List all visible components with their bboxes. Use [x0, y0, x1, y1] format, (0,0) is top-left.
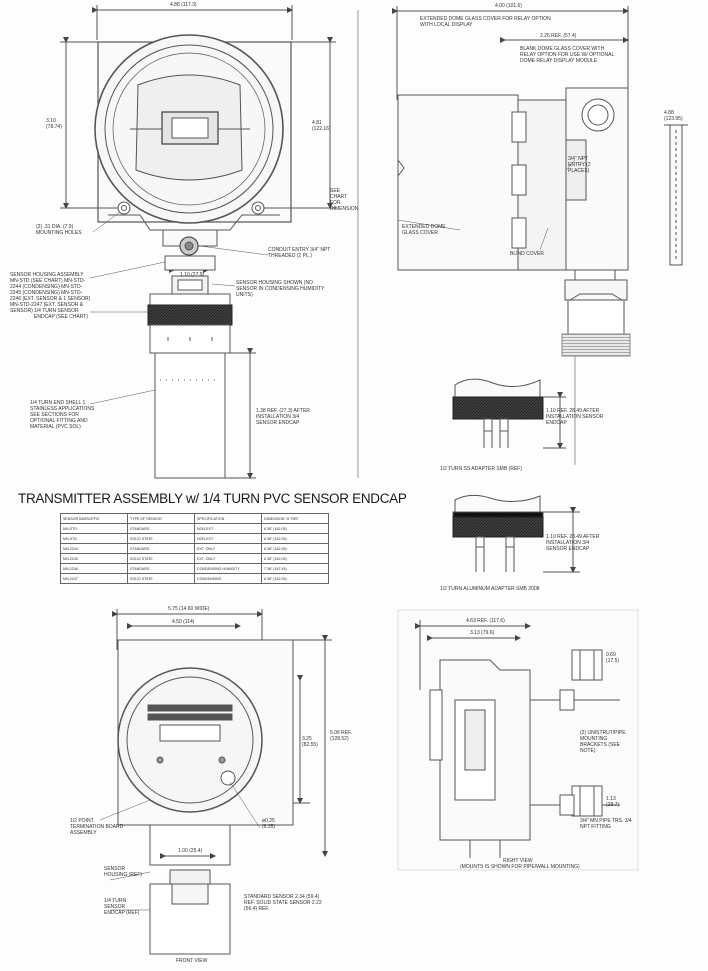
table-row: MN-2244 STANDARD EXT. ONLY 6.38" (162.05… — [60, 543, 329, 554]
table-header: DIMENSION "A" REF. — [261, 513, 329, 524]
table-cell: 6.38" (162.05) — [261, 523, 329, 534]
right-view-caption: RIGHT VIEW — [503, 858, 533, 864]
dim-overall-label: SEE CHART FOR DIMENSION — [330, 188, 359, 212]
dim-top-width: 4.88 (117.3) — [170, 2, 197, 8]
turn-endcap-install-label: 1/4 TURN END SHELL 1 STAINLESS APPLICATI… — [30, 400, 95, 430]
ext-cover-label: EXTENDED DOME GLASS COVER FOR RELAY OPTI… — [420, 16, 551, 28]
alum-adapter-label: 1/2 TURN ALUMINUM ADAPTER SMB 2008 — [440, 586, 540, 592]
sensor-housing-label: SENSOR HOUSING SHOWN (NO SENSOR IN CONDE… — [236, 280, 325, 298]
table-header: SPECIFICATION — [194, 513, 262, 524]
ss-adapter-label: 1/2 TURN SS ADAPTER SMB (REF) — [440, 466, 522, 472]
table-row: MN-STD STANDARD NON-EXT 6.38" (162.05) — [60, 523, 329, 534]
conduit-entry-label: CONDUIT ENTRY 3/4" NPT THREADED (2 PL.) — [268, 247, 331, 259]
small-right-dim2: 1.13 (28.7) — [606, 796, 620, 808]
quarter-turn-label: 1/4 TURN SENSOR ENDCAP (REF) — [104, 898, 140, 916]
side-view-covers — [392, 6, 688, 357]
side-view-top-dim: 4.00 (101.6) — [495, 3, 522, 9]
sv-top-dim: 4.63 REF. (117.6) — [466, 618, 505, 624]
dim-after-install: 1.38 REF. (27.3) AFTER INSTALLATION 3/4 … — [256, 408, 310, 426]
neck-dim: 1.00 (25.4) — [178, 848, 203, 854]
page-title: TRANSMITTER ASSEMBLY w/ 1/4 TURN PVC SEN… — [18, 491, 407, 506]
table-cell: MN-2244 — [60, 543, 128, 554]
table-cell: SOLID STATE — [127, 553, 195, 564]
small-right-dim: 0.69 (17.5) — [606, 652, 620, 664]
table-cell: NON-EXT — [194, 523, 262, 534]
sensor-chart-table: SENSOR BASSOFFIX TYPE OF SENSOR SPECIFIC… — [60, 513, 329, 584]
table-cell: MN-STD — [60, 523, 128, 534]
blind-cover-label: BLIND COVER — [510, 251, 544, 257]
table-cell: 7.38" (187.45) — [261, 563, 329, 574]
table-cell: 6.38" (162.05) — [261, 553, 329, 564]
table-cell: EXT. ONLY — [194, 543, 262, 554]
dim-neck: 1.10 (27.9) — [180, 272, 205, 278]
table-cell: CONDENSING HUMIDITY — [194, 563, 262, 574]
table-cell: 6.38" (162.05) — [261, 543, 329, 554]
front-view-meter — [99, 609, 332, 955]
dim-right-height: 4.81 (122.16) — [312, 120, 331, 132]
table-cell: MN-STD — [60, 533, 128, 544]
sv-dim2: 3.13 (79.6) — [470, 630, 495, 636]
blank-cover-label: BLANK DOME GLASS COVER WITH RELAY OPTION… — [520, 46, 615, 64]
dim-left-height: 3.10 (78.74) — [46, 118, 62, 130]
mounting-holes-label: (2) .31 DIA. (7.9) MOUNTING HOLES — [36, 224, 82, 236]
after-install-2-label: 1.10 REF. 28.49 AFTER INSTALLATION SENSO… — [546, 408, 604, 426]
sensor-housing-ref-label: SENSOR HOUSING (REF) — [104, 866, 143, 878]
adapter-details — [452, 356, 580, 573]
std-sensor-label: STANDARD SENSOR 2.34 (59.4) REF. SOLID S… — [244, 894, 322, 912]
table-row: MN-2247 SOLID STATE CONDENSING 6.38" (16… — [60, 573, 329, 584]
mount-bracket-label: (2) UNISTRUT/PIPE MOUNTING BRACKETS (SEE… — [580, 730, 626, 754]
table-row: MN-2245 SOLID STATE EXT. ONLY 6.38" (162… — [60, 553, 329, 564]
table-cell: 6.38" (162.05) — [261, 573, 329, 584]
after-install-3-label: 1.10 REF. 28.49 AFTER INSTALLATION 3/4 S… — [546, 534, 600, 552]
table-cell: STANDARD — [127, 563, 195, 574]
table-cell: EXT. ONLY — [194, 553, 262, 564]
bottom-mid-dim: 3.25 (82.55) — [302, 736, 318, 748]
table-cell: MN-2247 — [60, 573, 128, 584]
bottom-dim-2: 4.50 (114) — [172, 619, 195, 625]
table-cell: 6.38" (162.05) — [261, 533, 329, 544]
front-view-caption: FRONT VIEW — [176, 958, 208, 964]
ext-dome-cover-label: EXTENDED DOME GLASS COVER — [402, 224, 446, 236]
bottom-right-dim: 5.06 REF. (128.52) — [330, 730, 352, 742]
sensor-assy-label: SENSOR HOUSING ASSEMBLY MN-STD (SEE CHAR… — [10, 272, 91, 314]
table-header-row: SENSOR BASSOFFIX TYPE OF SENSOR SPECIFIC… — [60, 513, 329, 524]
table-cell: SOLID STATE — [127, 533, 195, 544]
table-cell: STANDARD — [127, 523, 195, 534]
table-row: MN-2246 STANDARD CONDENSING HUMIDITY 7.3… — [60, 563, 329, 574]
table-cell: SOLID STATE — [127, 573, 195, 584]
table-row: MN-STD SOLID STATE NON-EXT 6.38" (162.05… — [60, 533, 329, 544]
right-rod-dim: 4.88 (123.95) — [664, 110, 683, 122]
table-cell: MN-2246 — [60, 563, 128, 574]
npt-entry-label: 3/4" NPT ENTRY (2 PLACES) — [568, 156, 591, 174]
table-cell: STANDARD — [127, 543, 195, 554]
right-view — [397, 609, 639, 871]
table-cell: CONDENSING — [194, 573, 262, 584]
fitting-label: 3/4" MN PIPE TRS. 3/4 NPT FITTING — [580, 818, 632, 830]
front-view-pvc — [60, 5, 359, 479]
turn-endcap-label: 1/4 TURN SENSOR ENDCAP (SEE CHART) — [34, 308, 88, 320]
table-header: TYPE OF SENSOR — [127, 513, 195, 524]
hole-dim: ø0.25 (6.35) — [262, 818, 276, 830]
table-cell: MN-2245 — [60, 553, 128, 564]
terminal-block-label: 1/2 POINT TERMINATION BOARD ASSEMBLY — [70, 818, 124, 836]
bottom-dim-top: 5.75 (14.60 WIDE) — [168, 606, 210, 612]
side-view-dim2: 2.26 REF. (57.4) — [540, 33, 577, 39]
right-view-subcaption: (MOUNTS IS SHOWN FOR PIPE/WALL MOUNTING) — [460, 864, 580, 870]
table-header: SENSOR BASSOFFIX — [60, 513, 128, 524]
table-cell: NON-EXT — [194, 533, 262, 544]
